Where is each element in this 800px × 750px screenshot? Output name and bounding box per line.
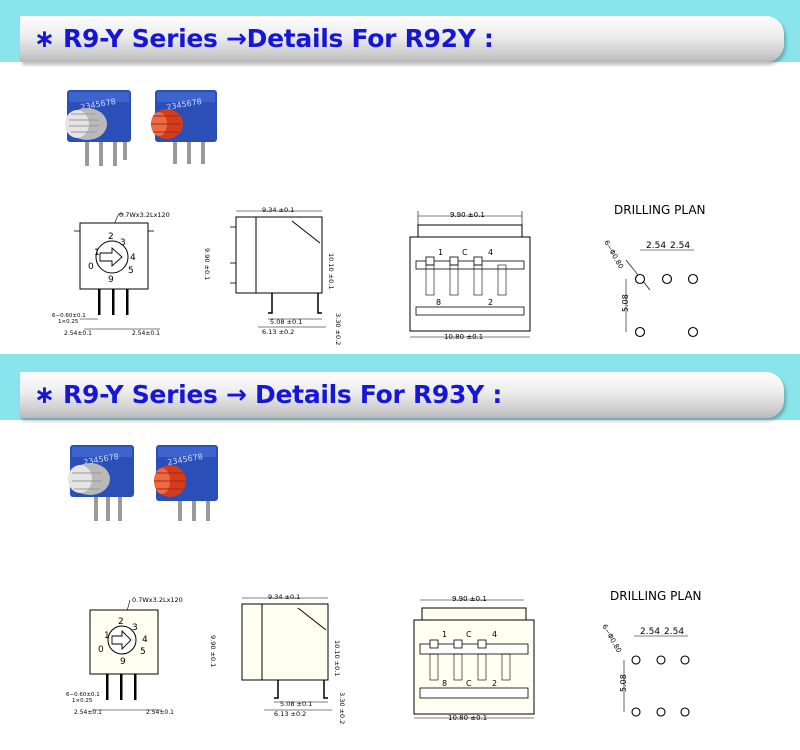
dimension-label: 9.90 ±0.1 [203, 248, 211, 280]
pitch-label: 2.54±0.1 [64, 330, 92, 337]
drill-hole [634, 326, 646, 338]
pitch-label: 2.54±0.1 [74, 709, 102, 716]
pitch-label: 2.54 [640, 627, 660, 637]
side-view-drawing: 9.34 ±0.1 9.90 ±0.1 10.10 ±0.1 5.08 ±0.1… [203, 203, 352, 347]
dial-digit: 4 [130, 253, 136, 263]
product-photo-r92y: 2345678 2345678 [55, 88, 225, 184]
pitch-label: 2.54 [646, 241, 666, 251]
dial-digit: 9 [108, 275, 114, 285]
dimension-label: 9.90 ±0.1 [452, 595, 487, 603]
drilling-plan-drawing: DRILLING PLAN 6−Φ0.80 2.54 2.54 5.08 [596, 584, 736, 728]
product-photo-r93y: 2345678 2345678 [60, 443, 230, 532]
switch-grey-knob-image: 2345678 [68, 445, 134, 521]
dial-digit: 1 [94, 248, 100, 258]
dial-digit: 9 [120, 657, 126, 667]
dimension-label: 5.08 ±0.1 [280, 700, 312, 708]
pin-label: C [462, 248, 468, 257]
top-view-drawing: 9.90 ±0.1 1 C 4 8 C 2 10.80 ±0.1 [404, 590, 544, 729]
dial-digit: 0 [98, 645, 104, 655]
dial-digit: 5 [140, 647, 146, 657]
dial-digit: 4 [142, 635, 148, 645]
dial-digit: 3 [132, 623, 138, 633]
dial-digit: 2 [118, 617, 124, 627]
dimension-label: 3.30 ±0.2 [338, 692, 346, 724]
top-view-drawing: 9.90 ±0.1 1 C 4 8 2 10.80 ±0.1 [400, 203, 540, 347]
drill-hole [634, 273, 646, 285]
dimension-label: 9.34 ±0.1 [268, 593, 300, 601]
drill-hole [661, 273, 673, 285]
front-view-drawing: 0.7Wx3.2Lx120 2 3 4 5 9 0 1 6−0.60±0.1 1… [62, 592, 212, 726]
dial-digit: 2 [108, 232, 114, 242]
pitch-label: 2.54 [664, 627, 684, 637]
drilling-plan-heading: DRILLING PLAN [614, 203, 706, 217]
dimension-label: 9.90 ±0.1 [209, 635, 217, 667]
section-title: ∗ R9-Y Series →Details For R92Y : [34, 24, 494, 53]
dial-digit: 0 [88, 262, 94, 272]
switch-red-knob-image: 2345678 [154, 445, 218, 521]
hole-spec-label: 6−Φ0.80 [602, 239, 625, 270]
section-title: ∗ R9-Y Series → Details For R93Y : [34, 380, 503, 409]
dimension-label: 9.34 ±0.1 [262, 206, 294, 214]
dimension-label: 10.10 ±0.1 [333, 640, 341, 676]
slot-spec-label: 0.7Wx3.2Lx120 [132, 596, 183, 604]
pin-label: 2 [488, 298, 493, 307]
row-spacing-label: 5.08 [619, 674, 628, 692]
drilling-plan-drawing: DRILLING PLAN 6−Φ0.80 2.54 2.54 5.08 [598, 198, 738, 347]
slot-spec-label: 0.7Wx3.2Lx120 [119, 211, 170, 219]
dimension-label: 6.13 ±0.2 [274, 710, 306, 718]
pin-note: 6−0.60±0.1 [52, 313, 86, 319]
pin-label: 8 [442, 679, 447, 688]
pin-label: 4 [492, 630, 497, 639]
dimension-label: 10.80 ±0.1 [444, 333, 483, 341]
pin-label: 1 [438, 248, 443, 257]
drill-hole [631, 707, 641, 717]
pin-label: 4 [488, 248, 493, 257]
pin-note: 6−0.60±0.1 [66, 692, 100, 698]
section-banner-r93y: ∗ R9-Y Series → Details For R93Y : [20, 372, 784, 418]
pin-label: 1 [442, 630, 447, 639]
pin-label: 8 [436, 298, 441, 307]
dimension-label: 3.30 ±0.2 [334, 313, 342, 345]
drill-hole [656, 655, 666, 665]
pitch-label: 2.54 [670, 241, 690, 251]
pin-label: C [466, 679, 472, 688]
dimension-label: 9.90 ±0.1 [450, 211, 485, 219]
row-spacing-label: 5.08 [621, 294, 630, 312]
dimension-label: 10.80 ±0.1 [448, 714, 487, 722]
drill-hole [631, 655, 641, 665]
dial-digit: 1 [104, 631, 110, 641]
drill-hole [680, 707, 690, 717]
dial-digit: 3 [120, 238, 126, 248]
pin-label: C [466, 630, 472, 639]
section-banner-r92y: ∗ R9-Y Series →Details For R92Y : [20, 16, 784, 62]
front-view-drawing: 0.7Wx3.2Lx120 2 3 4 5 9 0 1 6−0.60±0.1 1… [50, 205, 200, 349]
pin-note: 1×0.25 [58, 319, 79, 325]
switch-grey-knob-image: 2345678 [65, 90, 131, 166]
pin-label: 2 [492, 679, 497, 688]
dimension-label: 10.10 ±0.1 [327, 253, 335, 289]
hole-spec-label: 6−Φ0.80 [600, 623, 623, 654]
dimension-label: 5.08 ±0.1 [270, 318, 302, 326]
side-view-drawing: 9.34 ±0.1 9.90 ±0.1 10.10 ±0.1 5.08 ±0.1… [209, 590, 358, 729]
drill-hole [656, 707, 666, 717]
drilling-plan-heading: DRILLING PLAN [610, 589, 702, 603]
dimension-label: 6.13 ±0.2 [262, 328, 294, 336]
pitch-label: 2.54±0.1 [146, 709, 174, 716]
section-panel-r92y [0, 62, 800, 354]
pin-note: 1×0.25 [72, 698, 93, 704]
switch-red-knob-image: 2345678 [151, 90, 217, 164]
drill-hole [687, 326, 699, 338]
drill-hole [687, 273, 699, 285]
drill-hole [680, 655, 690, 665]
dial-digit: 5 [128, 266, 134, 276]
pitch-label: 2.54±0.1 [132, 330, 160, 337]
